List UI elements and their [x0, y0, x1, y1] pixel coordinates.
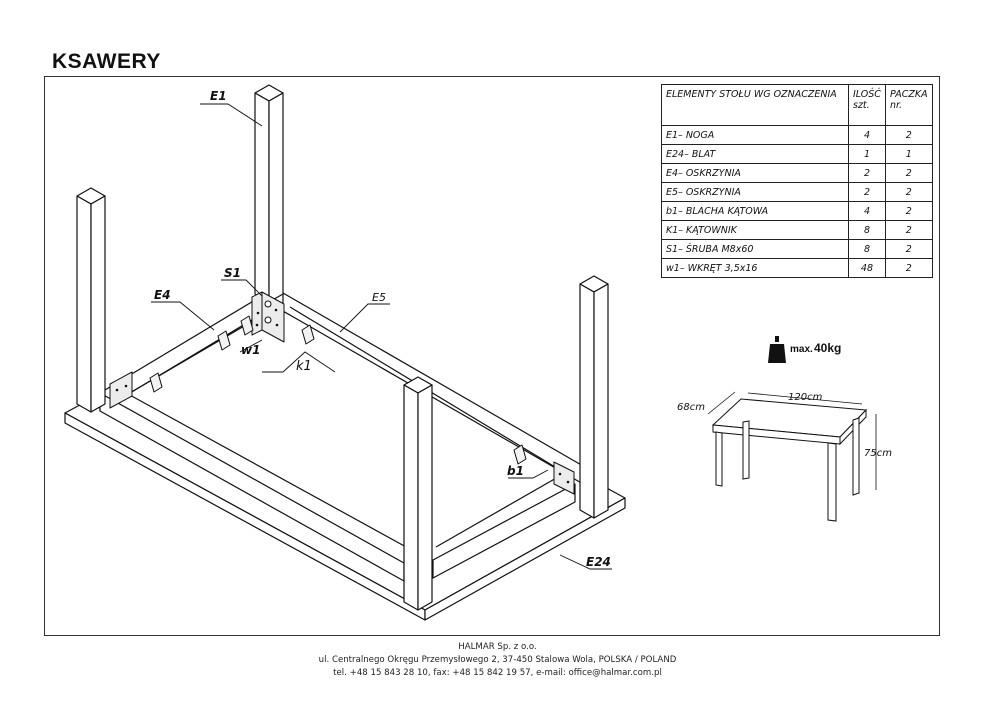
table-row: b1– BLACHA KĄTOWA 4 2 [661, 201, 933, 221]
footer-contact: tel. +48 15 843 28 10, fax: +48 15 842 1… [333, 668, 662, 678]
corner-plate-b1 [109, 291, 575, 495]
label-b1: b1 [507, 464, 524, 478]
table-row: E4– OSKRZYNIA 2 2 [661, 163, 933, 183]
table-top-e24 [64, 302, 626, 621]
dimension-lines [707, 391, 877, 490]
label-e24: E24 [586, 555, 611, 569]
max-load-value: 40kg [814, 341, 841, 355]
header-name: ELEMENTY STOŁU WG OZNACZENIA [661, 84, 849, 126]
footer: HALMAR Sp. z o.o. ul. Centralnego Okręgu… [0, 641, 995, 680]
parts-table: ELEMENTY STOŁU WG OZNACZENIA ILOŚĆ szt. … [661, 84, 933, 278]
leg-front [403, 376, 433, 611]
dim-width: 120cm [788, 392, 823, 403]
label-s1: S1 [224, 266, 241, 280]
parts-table-header: ELEMENTY STOŁU WG OZNACZENIA ILOŚĆ szt. … [661, 84, 933, 126]
dim-depth: 68cm [677, 402, 705, 413]
table-row: E5– OSKRZYNIA 2 2 [661, 182, 933, 202]
product-title: KSAWERY [52, 50, 161, 73]
label-k1: k1 [296, 359, 312, 374]
leg-back-right [579, 275, 609, 519]
label-w1: w1 [241, 343, 260, 357]
table-row: w1– WKRĘT 3,5x16 48 2 [661, 258, 933, 278]
leg-back-center [254, 84, 284, 303]
dimension-table-sketch [711, 398, 868, 522]
leg-left [76, 187, 106, 413]
table-row: K1– KĄTOWNIK 8 2 [661, 220, 933, 240]
weight-icon [768, 336, 786, 363]
label-e4: E4 [154, 288, 171, 302]
max-load-prefix: max. [790, 344, 813, 355]
footer-company: HALMAR Sp. z o.o. [458, 642, 537, 652]
footer-address: ul. Centralnego Okręgu Przemysłowego 2, … [318, 655, 677, 665]
table-row: S1– ŚRUBA M8x60 8 2 [661, 239, 933, 259]
leader-lines [151, 103, 612, 570]
dim-height: 75cm [864, 448, 892, 459]
label-e5: E5 [372, 291, 386, 304]
drawing-frame [44, 76, 940, 636]
table-row: E24– BLAT 1 1 [661, 144, 933, 164]
screws [115, 308, 570, 484]
label-e1: E1 [210, 89, 227, 103]
table-row: E1– NOGA 4 2 [661, 125, 933, 145]
header-pack: PACZKA nr. [884, 84, 933, 126]
angle-brackets-k1 [149, 315, 527, 465]
header-qty: ILOŚĆ szt. [848, 84, 886, 126]
